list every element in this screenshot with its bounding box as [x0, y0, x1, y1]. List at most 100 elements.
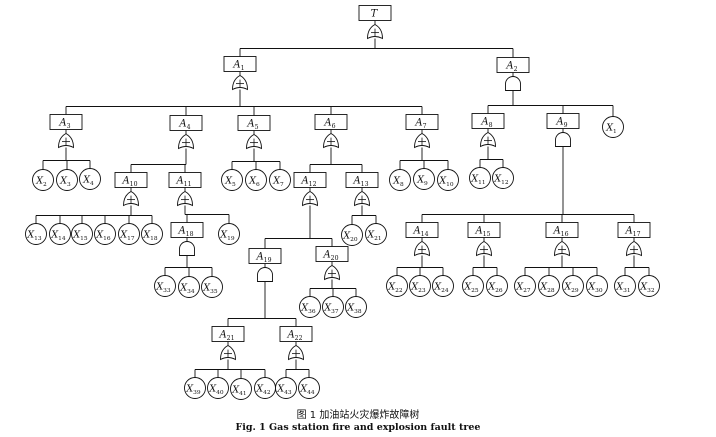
or-gate-a1: [232, 74, 248, 91]
basic-event-x21: X21: [365, 223, 387, 245]
connector-a16: [524, 255, 598, 276]
node-label-x7: X7: [272, 176, 284, 189]
node-label-a15: A15: [474, 226, 490, 239]
connector-a5: [231, 148, 281, 170]
event-a17: A17: [617, 222, 651, 257]
node-label-x15: X15: [72, 230, 88, 243]
basic-event-x10: X10: [437, 169, 459, 191]
node-label-x3: X3: [59, 176, 71, 189]
node-label-x2: X2: [35, 176, 47, 189]
node-label-x5: X5: [224, 176, 236, 189]
or-gate-t: [367, 23, 383, 40]
node-label-a3: A3: [58, 118, 70, 131]
event-a3: A3: [49, 114, 83, 149]
or-gate-a5: [246, 133, 262, 150]
basic-event-x18: X18: [141, 223, 163, 245]
node-label-a14: A14: [412, 226, 428, 239]
connector-a8: [479, 146, 504, 168]
node-label-a2: A2: [505, 61, 517, 74]
or-gate-a11: [177, 190, 193, 207]
basic-event-x12: X12: [492, 167, 514, 189]
node-label-x40: X40: [208, 384, 224, 397]
basic-event-x23: X23: [409, 275, 431, 297]
event-a14: A14: [405, 222, 439, 257]
or-gate-a17: [626, 240, 642, 257]
node-label-x36: X36: [300, 303, 316, 316]
node-label-x25: X25: [463, 282, 479, 295]
connector-a10: [35, 205, 153, 224]
figure-caption-english: Fig. 1 Gas station fire and explosion fa…: [235, 422, 481, 433]
event-a1: A1: [223, 56, 257, 91]
basic-event-x39: X39: [184, 377, 206, 399]
node-label-x17: X17: [119, 230, 135, 243]
node-label-x30: X30: [587, 282, 603, 295]
node-label-a4: A4: [178, 119, 190, 132]
node-label-a22: A22: [286, 330, 302, 343]
or-gate-a4: [178, 133, 194, 150]
event-a2: A2: [496, 57, 530, 91]
node-label-t: T: [371, 9, 379, 20]
node-label-x31: X31: [615, 282, 630, 295]
node-label-a16: A16: [552, 226, 568, 239]
node-label-x1: X1: [605, 123, 617, 136]
or-gate-a7: [414, 132, 430, 149]
event-a21: A21: [211, 326, 245, 361]
node-label-a10: A10: [121, 176, 137, 189]
node-label-a1: A1: [232, 60, 244, 73]
connector-a19: [227, 281, 297, 327]
node-label-x11: X11: [470, 174, 485, 187]
or-gate-a16: [554, 240, 570, 257]
connector-a12: [264, 205, 333, 249]
event-a11: A11: [168, 172, 202, 207]
node-label-x42: X42: [255, 384, 271, 397]
connector-a9: [421, 146, 635, 223]
node-label-a21: A21: [218, 330, 234, 343]
basic-event-x30: X30: [586, 275, 608, 297]
node-label-a12: A12: [300, 176, 316, 189]
connector-a17: [624, 255, 650, 276]
connector-a11: [184, 205, 230, 224]
node-label-x22: X22: [387, 282, 403, 295]
or-gate-a12: [302, 190, 318, 207]
basic-event-x4: X4: [79, 168, 101, 190]
basic-event-x16: X16: [94, 223, 116, 245]
basic-event-x35: X35: [201, 276, 223, 298]
node-label-x16: X16: [95, 230, 111, 243]
or-gate-a8: [480, 131, 496, 148]
node-label-x13: X13: [26, 230, 42, 243]
node-label-x27: X27: [515, 282, 531, 295]
node-label-x19: X19: [219, 230, 235, 243]
node-label-a20: A20: [322, 250, 338, 263]
node-label-x20: X20: [342, 231, 358, 244]
node-label-x8: X8: [392, 176, 404, 189]
connector-a15: [472, 255, 498, 276]
or-gate-a21: [220, 344, 236, 361]
event-a16: A16: [545, 222, 579, 257]
basic-event-x22: X22: [386, 275, 408, 297]
node-label-x32: X32: [639, 282, 655, 295]
connector-a3: [42, 147, 91, 170]
basic-event-x26: X26: [486, 275, 508, 297]
basic-event-x40: X40: [207, 377, 229, 399]
node-label-a8: A8: [480, 117, 492, 130]
node-label-a5: A5: [246, 119, 258, 132]
connector-a18: [164, 255, 213, 277]
basic-event-x13: X13: [25, 223, 47, 245]
or-gate-a14: [414, 240, 430, 257]
event-a7: A7: [405, 114, 439, 149]
event-a4: A4: [169, 115, 203, 150]
node-label-x34: X34: [179, 283, 195, 296]
or-gate-a13: [354, 190, 370, 207]
node-label-x10: X10: [438, 176, 454, 189]
node-label-a18: A18: [177, 226, 193, 239]
event-a20: A20: [315, 246, 349, 281]
connector-a22: [285, 359, 310, 378]
node-label-x37: X37: [323, 303, 339, 316]
node-label-x35: X35: [202, 283, 218, 296]
node-label-x38: X38: [346, 303, 362, 316]
connector-a6: [309, 147, 363, 173]
basic-event-x36: X36: [299, 296, 321, 318]
basic-event-x20: X20: [341, 224, 363, 246]
basic-event-x28: X28: [538, 275, 560, 297]
node-label-a6: A6: [323, 118, 335, 131]
